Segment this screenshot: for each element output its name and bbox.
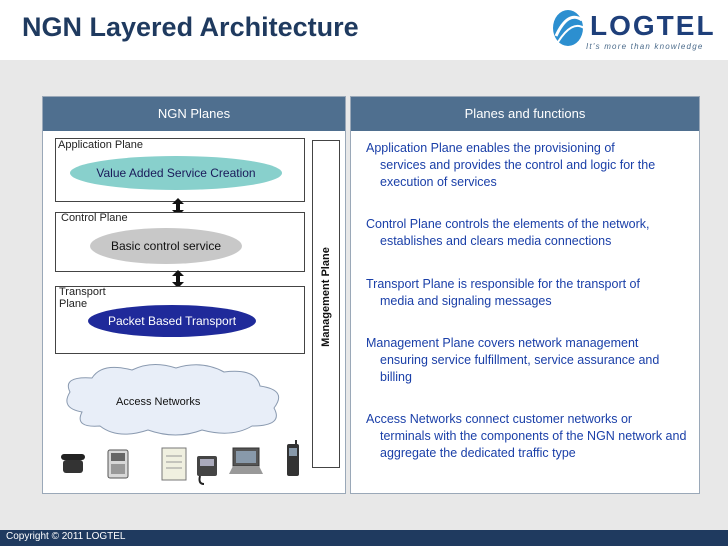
access-networks-cloud-icon xyxy=(66,364,280,436)
management-plane-label: Management Plane xyxy=(320,247,332,347)
function-text: Control Plane controls the elements of t… xyxy=(366,217,650,231)
function-text: services and provides the control and lo… xyxy=(380,158,656,189)
function-text: Management Plane covers network manageme… xyxy=(366,336,639,350)
basic-control-service-label: Basic control service xyxy=(110,239,222,253)
planes-functions-header: Planes and functions xyxy=(351,97,699,131)
control-plane-label: Control Plane xyxy=(61,212,128,224)
double-arrow-icon xyxy=(172,270,184,288)
packet-based-transport-ellipse: Packet Based Transport xyxy=(88,305,256,337)
function-text: Application Plane enables the provisioni… xyxy=(366,141,615,155)
value-added-service-label: Value Added Service Creation xyxy=(96,166,256,180)
function-text: Access Networks connect customer network… xyxy=(366,412,633,426)
ip-phone-icon xyxy=(107,449,129,479)
management-plane-box: Management Plane xyxy=(312,140,340,468)
function-text: terminals with the components of the NGN… xyxy=(380,429,687,460)
value-added-service-ellipse: Value Added Service Creation xyxy=(70,156,282,190)
planes-functions-panel: Planes and functions xyxy=(350,96,700,494)
basic-control-service-ellipse: Basic control service xyxy=(90,228,242,264)
application-plane-label: Application Plane xyxy=(58,139,144,151)
mobile-phone-icon xyxy=(287,440,299,476)
function-text: media and signaling messages xyxy=(380,294,552,308)
logo-tagline: It's more than knowledge xyxy=(586,42,704,51)
access-networks-label: Access Networks xyxy=(116,396,201,408)
transport-plane-label: Transport Plane xyxy=(59,286,106,310)
logo xyxy=(548,6,723,56)
function-application-plane: Application Plane enables the provisioni… xyxy=(366,140,696,191)
function-management-plane: Management Plane covers network manageme… xyxy=(366,335,696,386)
ngn-planes-header: NGN Planes xyxy=(43,97,345,131)
footer-bar xyxy=(0,530,728,546)
function-text: establishes and clears media connections xyxy=(380,234,612,248)
desk-phone-icon xyxy=(61,454,85,473)
modem-icon xyxy=(161,447,187,481)
function-control-plane: Control Plane controls the elements of t… xyxy=(366,216,696,250)
double-arrow-icon xyxy=(172,198,184,216)
logo-swirl-icon xyxy=(553,10,585,46)
function-access-networks: Access Networks connect customer network… xyxy=(366,411,696,462)
copyright-text: Copyright © 2011 LOGTEL xyxy=(6,531,126,542)
logo-text: LOGTEL xyxy=(590,10,716,41)
function-transport-plane: Transport Plane is responsible for the t… xyxy=(366,276,696,310)
cordless-phone-icon xyxy=(197,456,217,485)
page-title: NGN Layered Architecture xyxy=(22,12,359,42)
packet-based-transport-label: Packet Based Transport xyxy=(107,314,237,328)
function-text: Transport Plane is responsible for the t… xyxy=(366,277,640,291)
laptop-icon xyxy=(229,447,263,474)
function-text: ensuring service fulfillment, service as… xyxy=(380,353,660,384)
